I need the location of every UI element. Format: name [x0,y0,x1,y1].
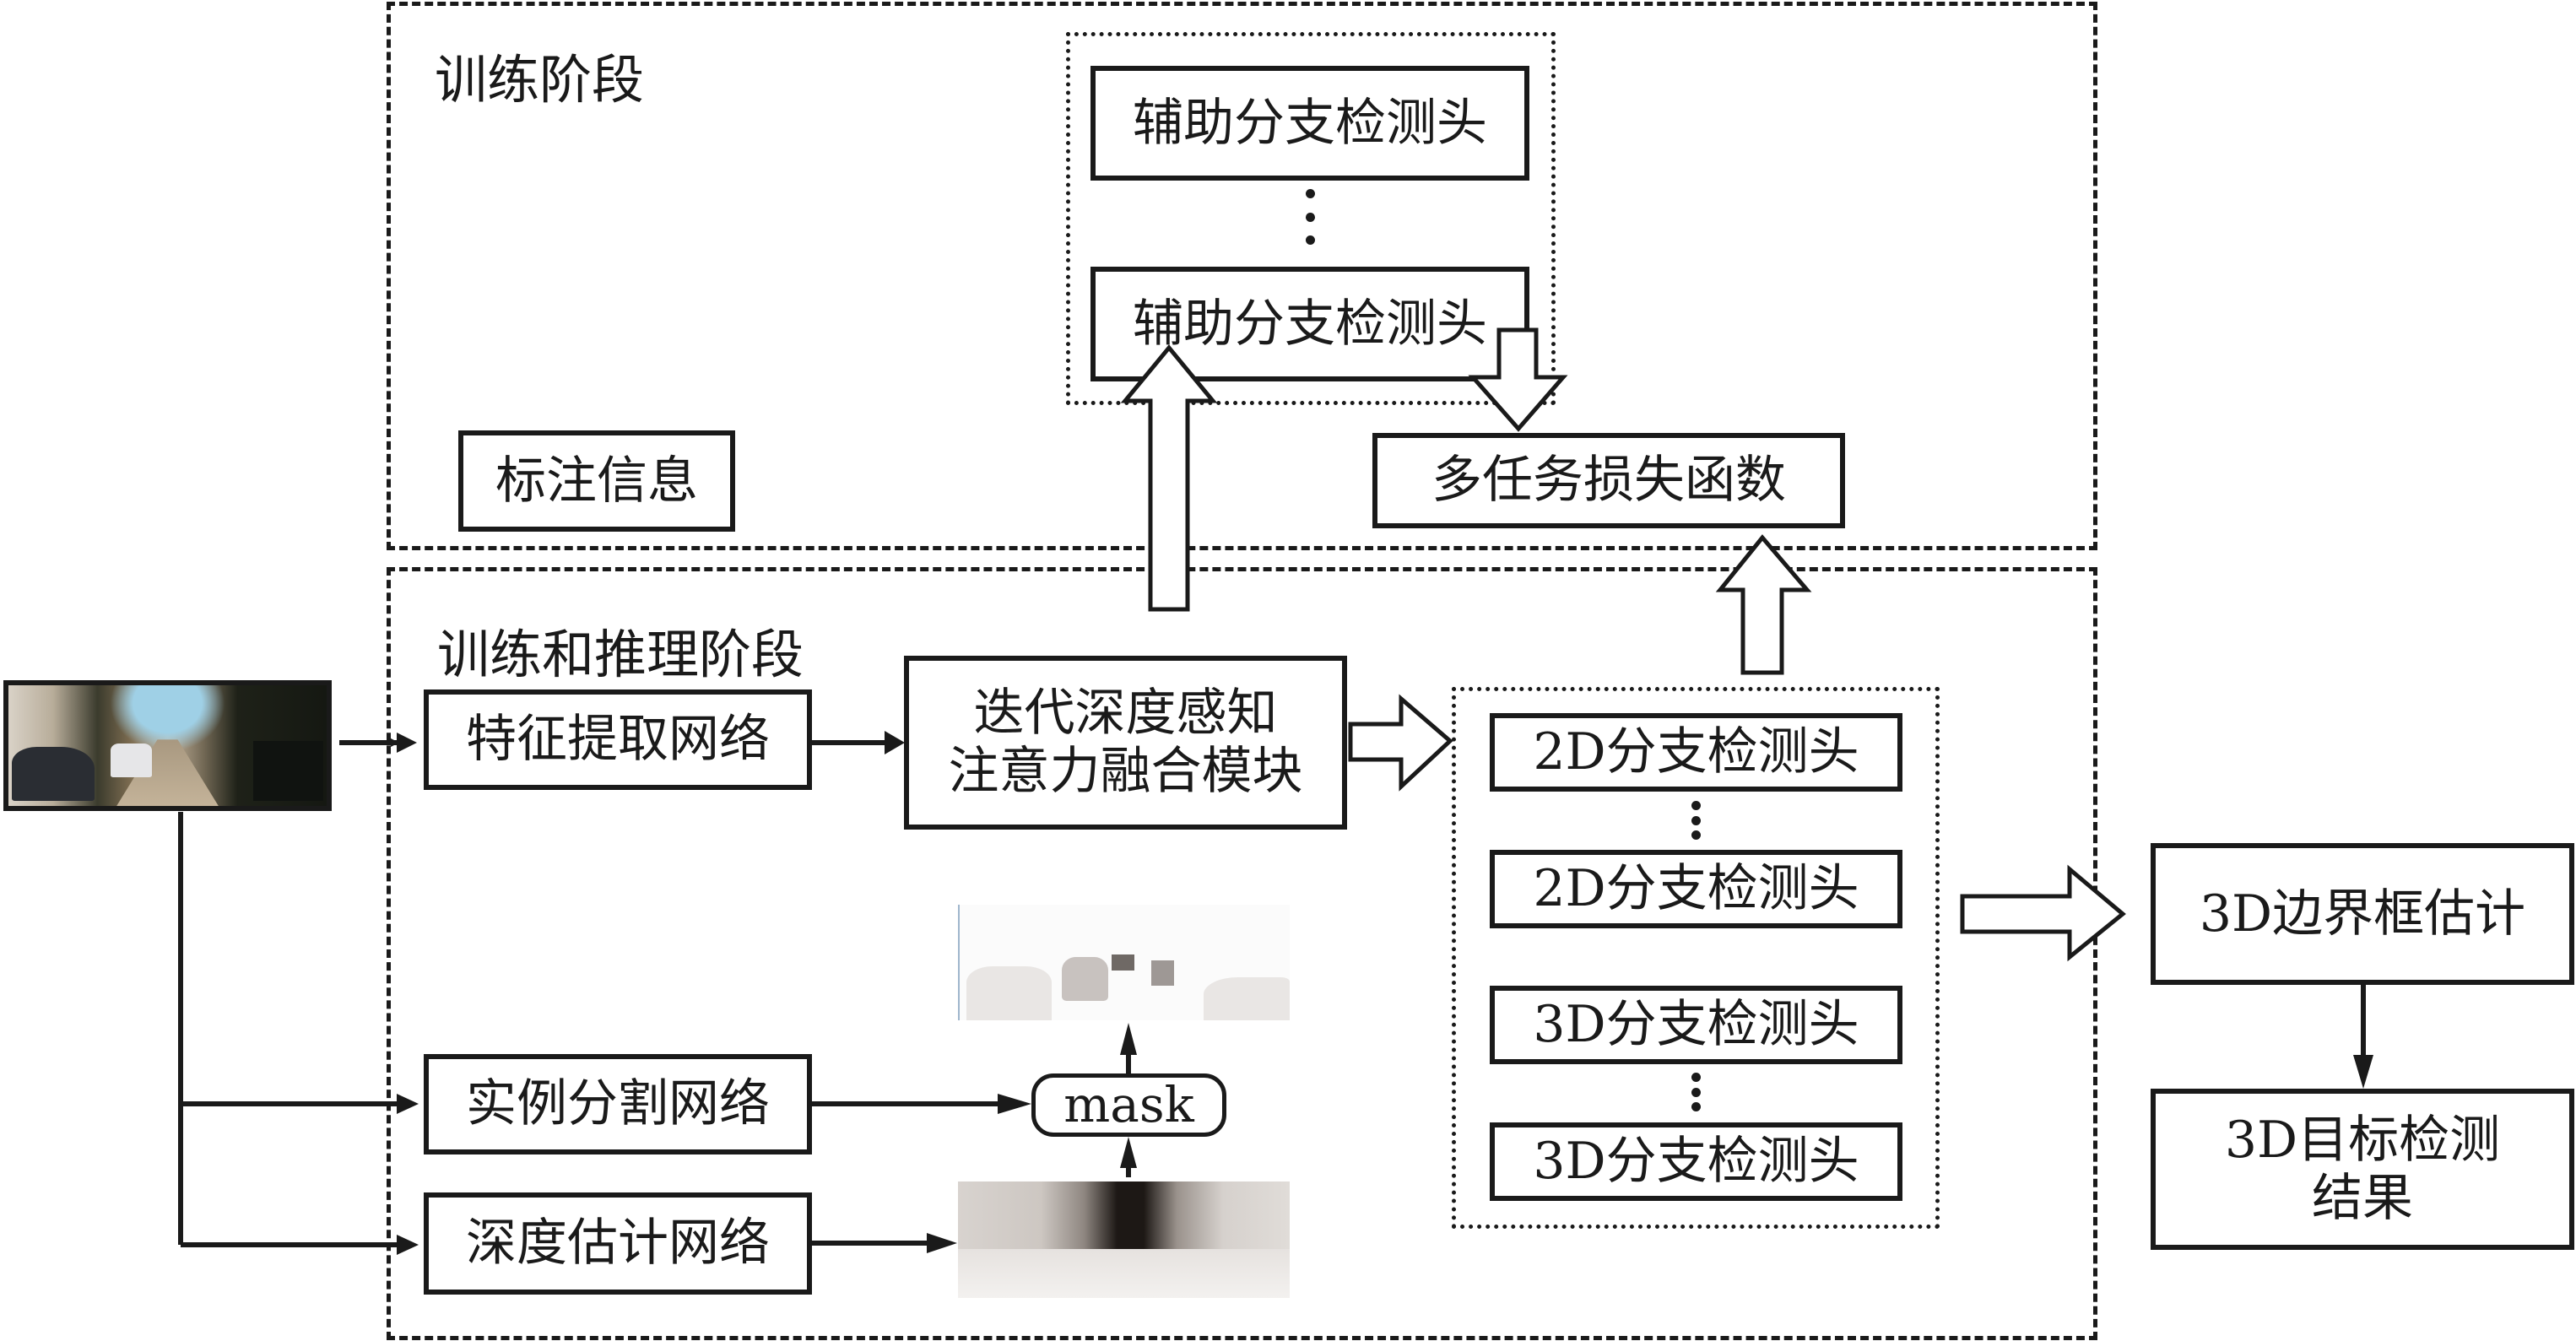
annotation-info-box: 标注信息 [458,430,735,532]
aux-heads-ellipsis [1305,189,1315,245]
attention-fusion-box: 迭代深度感知 注意力融合模块 [904,656,1347,830]
depth-estimation-box: 深度估计网络 [424,1192,812,1295]
head-2d-box-1: 2D分支检测头 [1490,713,1902,792]
feature-extraction-label: 特征提取网络 [466,710,770,769]
detection-heads-group [1452,687,1940,1229]
feature-extraction-box: 特征提取网络 [424,689,812,790]
attention-fusion-label-line1: 迭代深度感知 [973,684,1278,743]
masked-depth-image [958,905,1290,1020]
aux-head-box-1: 辅助分支检测头 [1090,66,1529,181]
aux-head-label: 辅助分支检测头 [1133,93,1487,153]
bbox-estimation-box: 3D边界框估计 [2151,843,2574,985]
head-3d-box-1: 3D分支检测头 [1490,986,1902,1064]
training-stage-title: 训练阶段 [435,49,645,111]
instance-seg-label: 实例分割网络 [466,1074,770,1133]
attention-fusion-label-line2: 注意力融合模块 [948,742,1303,801]
detection-result-box: 3D目标检测 结果 [2151,1089,2574,1250]
head-3d-box-2: 3D分支检测头 [1490,1122,1902,1201]
head-2d-label: 2D分支检测头 [1533,859,1859,918]
heads-3d-ellipsis [1691,1073,1701,1111]
mask-label: mask [1063,1076,1194,1134]
multitask-loss-box: 多任务损失函数 [1372,433,1845,528]
mask-box: mask [1031,1073,1226,1137]
head-3d-label: 3D分支检测头 [1533,1132,1859,1191]
detection-result-label-line1: 3D目标检测 [2224,1110,2501,1170]
heads-2d-ellipsis [1691,801,1701,840]
annotation-info-label: 标注信息 [495,451,698,511]
aux-heads-group [1066,32,1556,405]
detection-result-label-line2: 结果 [2312,1168,2413,1228]
head-3d-label: 3D分支检测头 [1533,995,1859,1054]
train-infer-stage-title: 训练和推理阶段 [437,624,804,685]
input-street-image [3,680,332,811]
multitask-loss-label: 多任务损失函数 [1431,451,1786,510]
aux-head-label: 辅助分支检测头 [1133,294,1487,354]
training-stage-container [387,2,2097,550]
arrowhead [2353,1055,2373,1089]
instance-seg-box: 实例分割网络 [424,1054,812,1154]
bbox-estimation-label: 3D边界框估计 [2199,884,2526,944]
aux-head-box-2: 辅助分支检测头 [1090,267,1529,381]
depth-estimation-label: 深度估计网络 [466,1214,770,1273]
head-2d-box-2: 2D分支检测头 [1490,850,1902,928]
depth-map-image [958,1181,1290,1298]
head-2d-label: 2D分支检测头 [1533,722,1859,781]
